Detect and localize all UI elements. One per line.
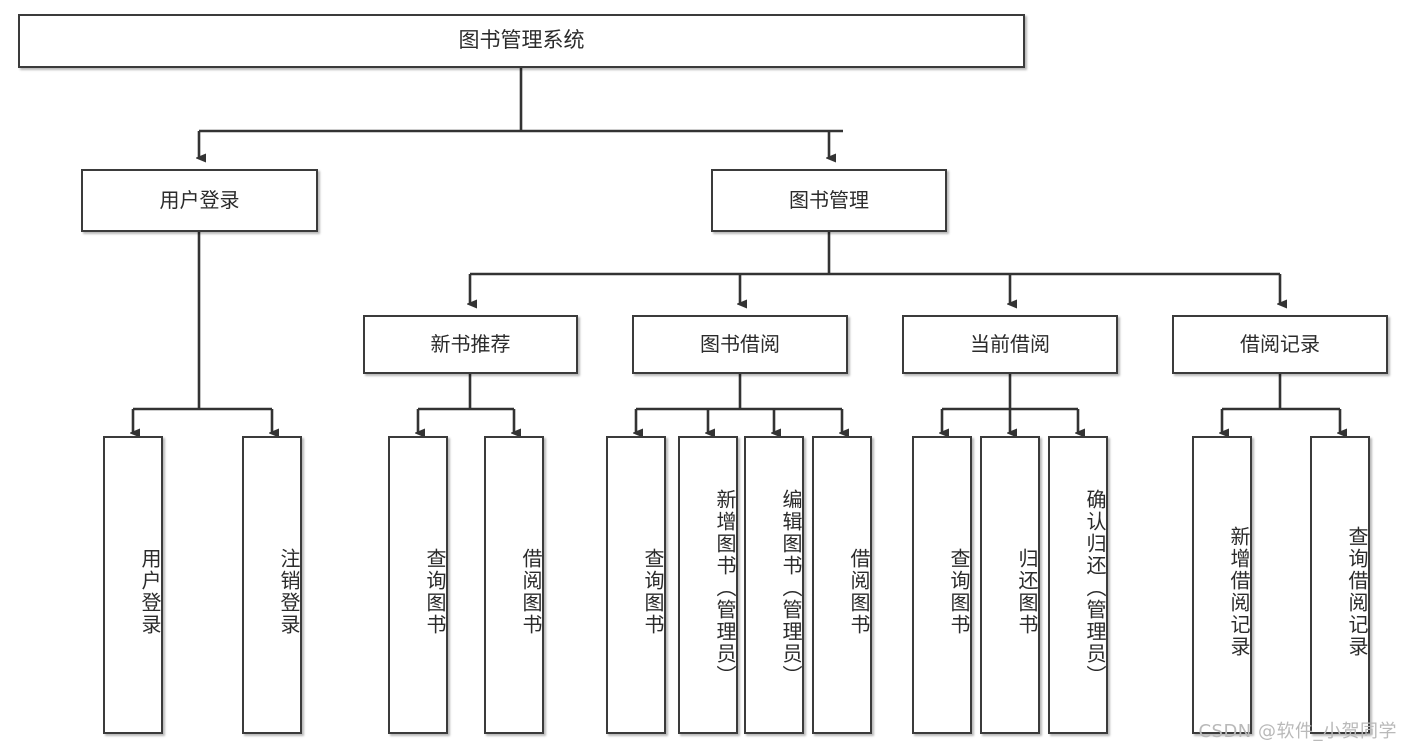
- node-label: 编辑图书（管理员）: [779, 489, 803, 687]
- node-label: 新增借阅记录: [1227, 526, 1251, 658]
- leaf-add-book-admin[interactable]: 新增图书（管理员）: [678, 436, 738, 734]
- node-book-borrow[interactable]: 图书借阅: [632, 315, 848, 374]
- node-label: 用户登录: [159, 188, 240, 213]
- node-book-management[interactable]: 图书管理: [711, 169, 947, 232]
- node-current-borrow[interactable]: 当前借阅: [902, 315, 1118, 374]
- node-label: 注销登录: [277, 548, 301, 636]
- leaf-query-book-newbook[interactable]: 查询图书: [388, 436, 448, 734]
- node-label: 确认归还（管理员）: [1083, 489, 1107, 687]
- node-label: 新书推荐: [430, 332, 511, 357]
- node-label: 借阅记录: [1240, 332, 1320, 357]
- node-label: 用户登录: [138, 548, 162, 636]
- csdn-watermark: CSDN @软件_小贺同学: [1198, 721, 1397, 742]
- node-label: 归还图书: [1015, 548, 1039, 636]
- leaf-logout[interactable]: 注销登录: [242, 436, 302, 734]
- leaf-edit-book-admin[interactable]: 编辑图书（管理员）: [744, 436, 804, 734]
- leaf-query-book-current[interactable]: 查询图书: [912, 436, 972, 734]
- node-label: 查询图书: [641, 548, 665, 636]
- leaf-return-book[interactable]: 归还图书: [980, 436, 1040, 734]
- node-label: 图书管理: [789, 188, 869, 213]
- leaf-borrow-book[interactable]: 借阅图书: [812, 436, 872, 734]
- node-new-book-recommend[interactable]: 新书推荐: [363, 315, 578, 374]
- leaf-user-login[interactable]: 用户登录: [103, 436, 163, 734]
- node-label: 借阅图书: [519, 548, 543, 636]
- leaf-query-borrow-record[interactable]: 查询借阅记录: [1310, 436, 1370, 734]
- node-user-login[interactable]: 用户登录: [81, 169, 318, 232]
- node-borrow-record[interactable]: 借阅记录: [1172, 315, 1388, 374]
- node-label: 查询图书: [423, 548, 447, 636]
- node-label: 借阅图书: [847, 548, 871, 636]
- node-label: 查询借阅记录: [1345, 526, 1369, 658]
- node-label: 图书借阅: [700, 332, 780, 357]
- leaf-confirm-return-admin[interactable]: 确认归还（管理员）: [1048, 436, 1108, 734]
- leaf-query-book-borrow[interactable]: 查询图书: [606, 436, 666, 734]
- node-label: 当前借阅: [970, 332, 1050, 357]
- leaf-borrow-book-newbook[interactable]: 借阅图书: [484, 436, 544, 734]
- leaf-add-borrow-record[interactable]: 新增借阅记录: [1192, 436, 1252, 734]
- node-label: 图书管理系统: [458, 28, 585, 53]
- node-label: 查询图书: [947, 548, 971, 636]
- node-root-book-management-system[interactable]: 图书管理系统: [18, 14, 1025, 68]
- node-label: 新增图书（管理员）: [713, 489, 737, 687]
